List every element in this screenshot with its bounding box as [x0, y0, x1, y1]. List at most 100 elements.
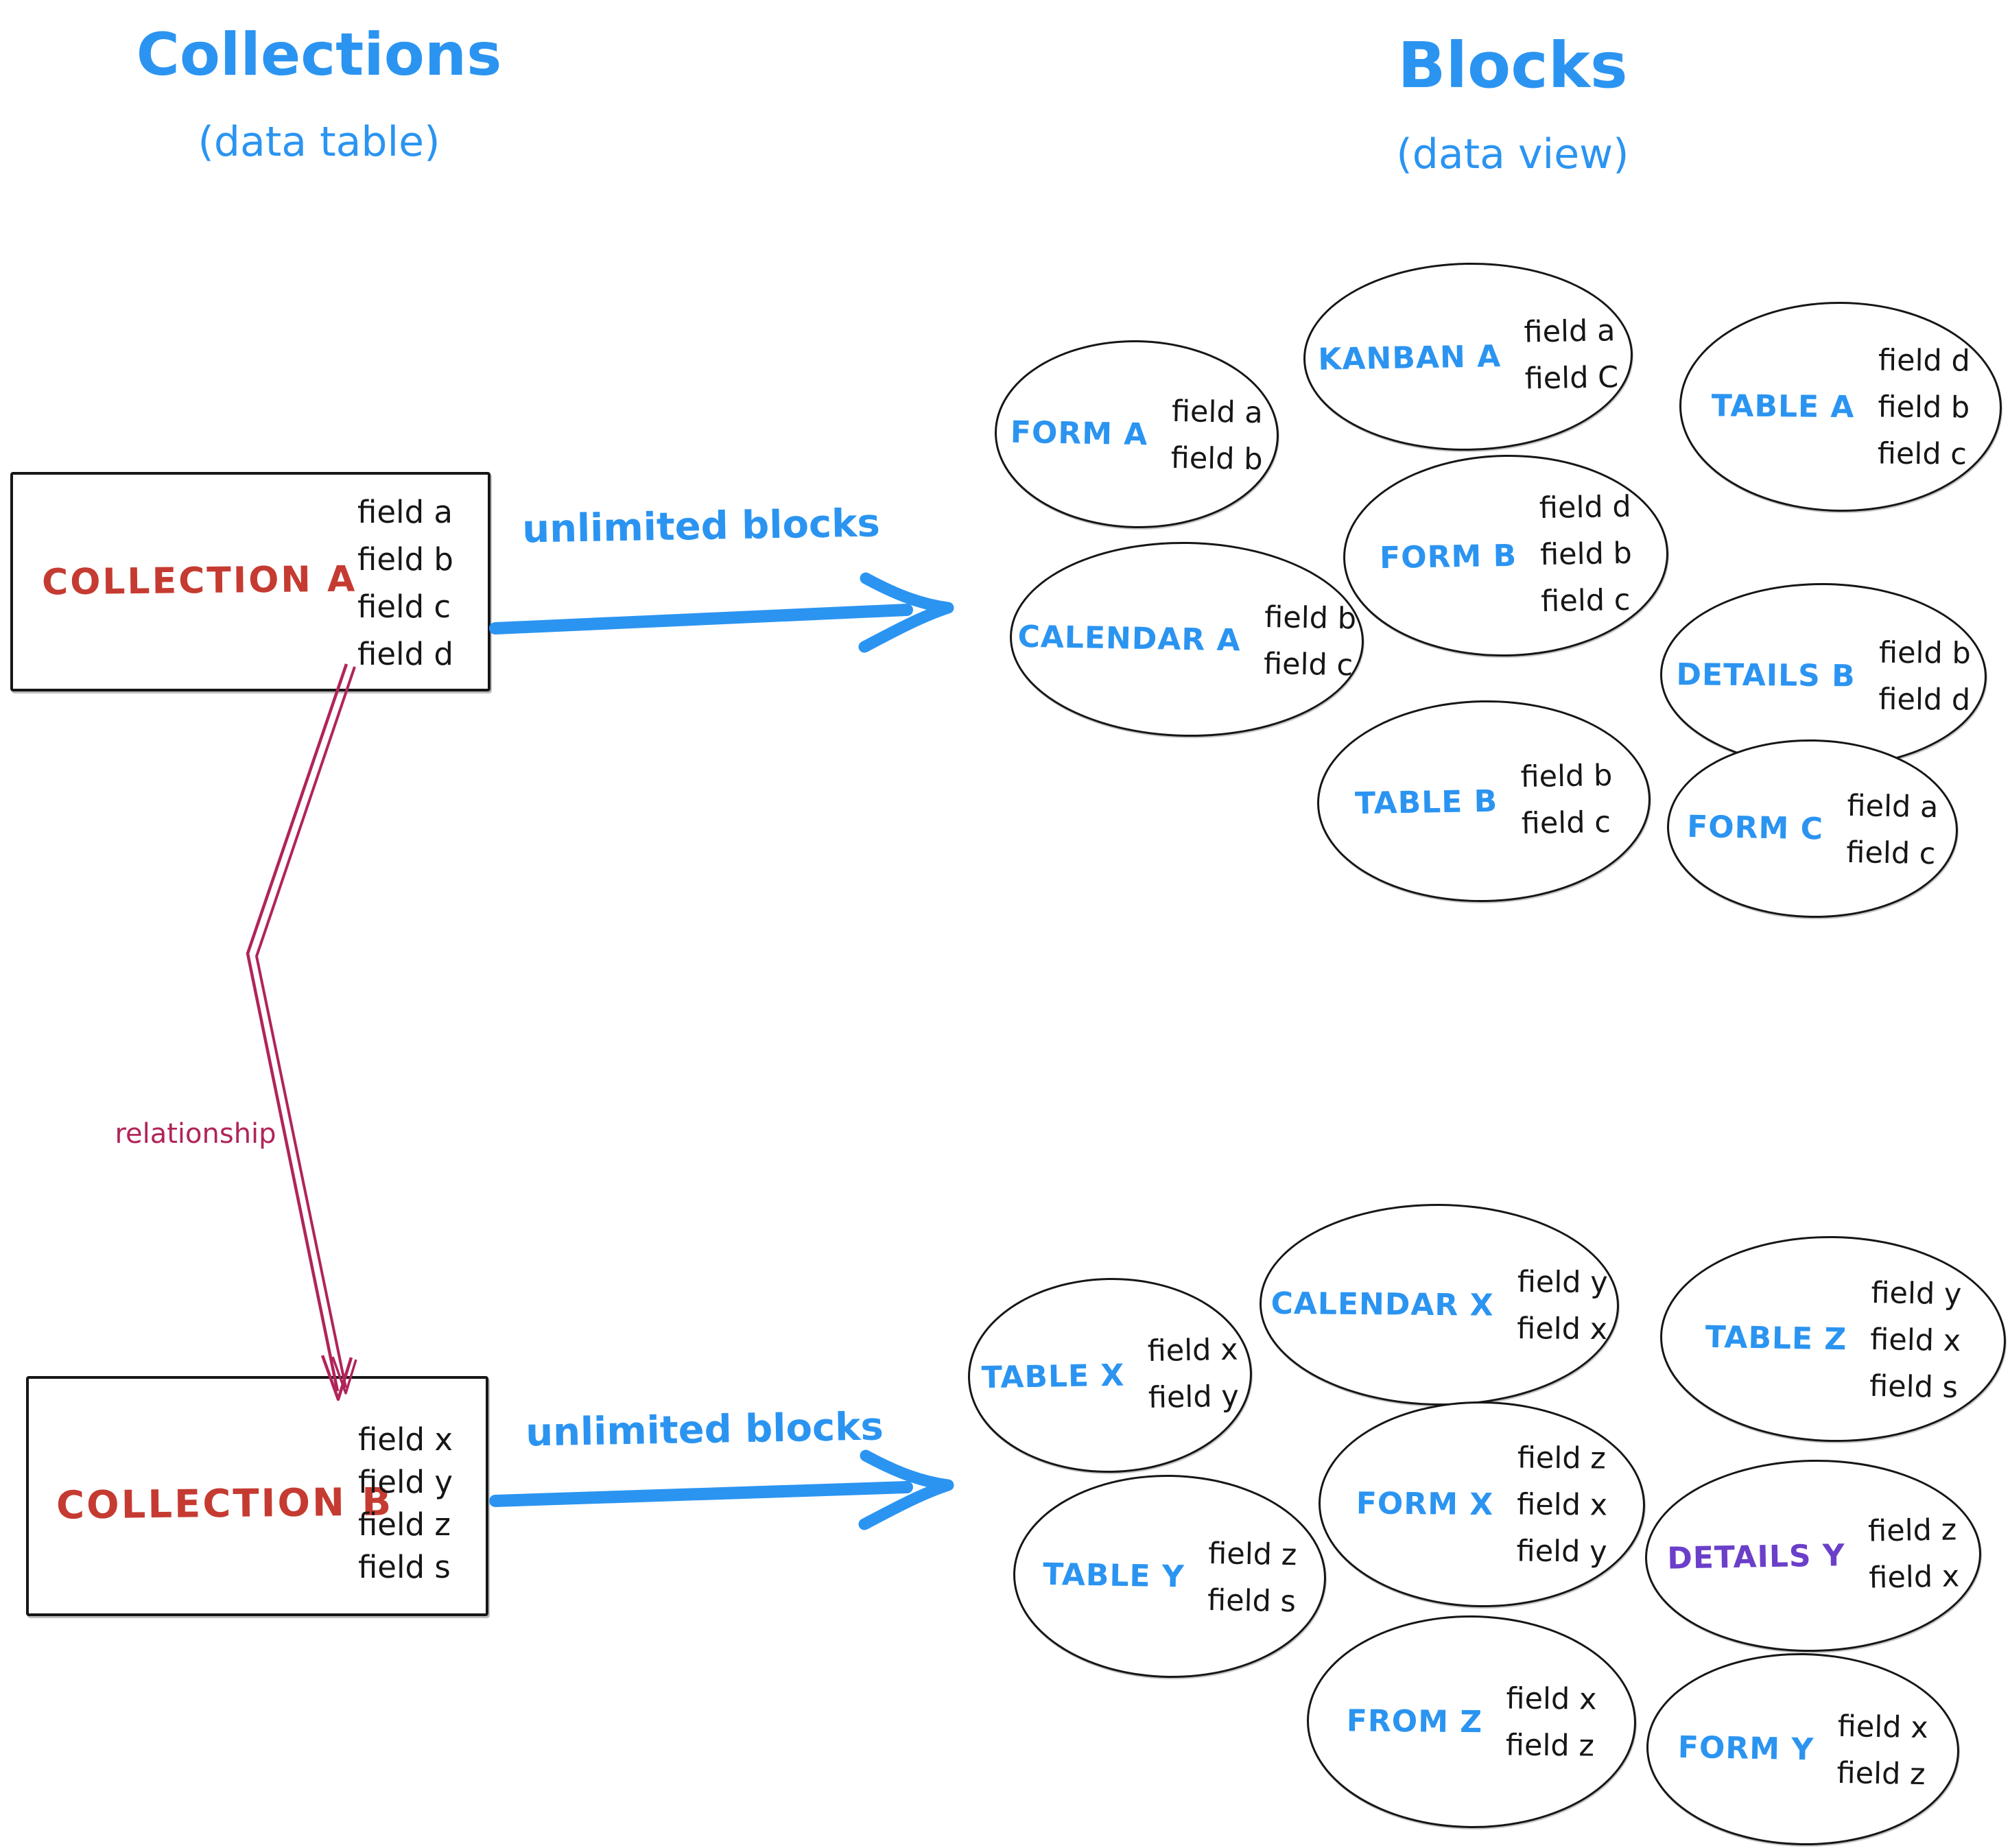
unlimited-blocks-label-b: unlimited blocks	[525, 1404, 884, 1456]
block-field: field x	[1869, 1322, 1961, 1359]
block-bubble-form-a: FORM A field a field b	[993, 337, 1281, 531]
block-label: FORM Y	[1677, 1729, 1814, 1767]
block-field: field z	[1836, 1755, 1926, 1792]
block-field: field y	[1517, 1264, 1608, 1301]
block-fields: field a field b	[1170, 394, 1264, 477]
block-label: KANBAN A	[1317, 338, 1502, 377]
block-field: field d	[1539, 489, 1632, 526]
block-label: DETAILS B	[1676, 656, 1856, 694]
block-field: field b	[1539, 536, 1633, 573]
block-bubble-calendar-x: CALENDAR X field y field x	[1258, 1202, 1620, 1408]
block-bubble-calendar-a: CALENDAR A field b field c	[1008, 538, 1366, 740]
block-label: TABLE X	[981, 1358, 1125, 1395]
block-fields: field b field d	[1878, 636, 1971, 718]
block-fields: field z field x	[1868, 1513, 1960, 1595]
block-label: FORM B	[1379, 538, 1517, 576]
block-field: field z	[1505, 1728, 1595, 1764]
blocks-title: Blocks	[1397, 29, 1628, 102]
block-field: field s	[1869, 1369, 1959, 1406]
block-fields: field b field c	[1520, 759, 1613, 841]
collection-b-fields: field x field y field z field s	[358, 1419, 453, 1589]
collection-a-name: COLLECTION A	[41, 558, 357, 604]
block-field: field x	[1147, 1332, 1239, 1369]
collection-b-field: field z	[357, 1506, 451, 1543]
block-fields: field x field z	[1836, 1709, 1928, 1792]
block-bubble-table-b: TABLE B field b field c	[1315, 697, 1653, 905]
block-label: TABLE Y	[1042, 1556, 1185, 1594]
block-label: TABLE A	[1711, 388, 1855, 425]
block-field: field x	[1517, 1311, 1608, 1347]
block-field: field z	[1867, 1513, 1957, 1549]
blocks-subtitle: (data view)	[1396, 130, 1629, 178]
block-label: TABLE B	[1354, 783, 1498, 821]
block-fields: field z field s	[1207, 1537, 1297, 1619]
block-bubble-table-a: TABLE A field d field b field c	[1678, 300, 2003, 514]
block-fields: field d field b field c	[1539, 490, 1633, 619]
block-field: field C	[1524, 360, 1619, 396]
block-field: field a	[1524, 313, 1616, 350]
block-field: field x	[1506, 1681, 1597, 1717]
collection-b-field: field s	[357, 1549, 451, 1585]
block-field: field x	[1868, 1559, 1960, 1596]
block-bubble-table-x: TABLE X field x field y	[966, 1275, 1254, 1476]
block-label: TABLE Z	[1705, 1319, 1847, 1357]
block-fields: field z field x field y	[1516, 1441, 1608, 1569]
collection-a-box: COLLECTION A field a field b field c fie…	[10, 472, 490, 691]
block-label: FORM C	[1686, 809, 1824, 846]
collection-b-field: field y	[357, 1464, 453, 1500]
block-field: field c	[1540, 582, 1631, 619]
block-fields: field b field c	[1264, 600, 1357, 683]
block-label: CALENDAR A	[1017, 619, 1242, 658]
block-field: field c	[1263, 646, 1353, 683]
block-bubble-form-y: FORM Y field x field z	[1644, 1650, 1961, 1848]
block-bubble-kanban-a: KANBAN A field a field C	[1301, 259, 1635, 454]
collections-subtitle: (data table)	[198, 118, 440, 166]
block-bubble-table-y: TABLE Y field z field s	[1011, 1472, 1328, 1681]
block-bubble-form-c: FORM C field a field c	[1665, 737, 1960, 921]
collection-b-box: COLLECTION B field x field y field z fie…	[26, 1376, 488, 1616]
block-bubble-table-z: TABLE Z field y field x field s	[1658, 1233, 2008, 1445]
block-fields: field x field y	[1147, 1333, 1239, 1415]
unlimited-blocks-arrow-a	[489, 572, 954, 653]
block-fields: field a field C	[1524, 313, 1619, 396]
block-field: field c	[1877, 436, 1967, 472]
block-field: field z	[1517, 1441, 1607, 1476]
block-label: FROM Z	[1346, 1703, 1483, 1740]
collection-a-field: field b	[357, 541, 453, 578]
collection-b-field: field x	[357, 1421, 453, 1458]
block-field: field c	[1521, 805, 1611, 842]
block-field: field y	[1148, 1379, 1240, 1416]
block-label: CALENDAR X	[1270, 1286, 1494, 1323]
block-fields: field a field c	[1846, 789, 1939, 871]
block-fields: field y field x	[1517, 1265, 1608, 1347]
block-bubble-form-b: FORM B field d field b field c	[1341, 451, 1670, 660]
block-fields: field x field z	[1506, 1681, 1597, 1763]
block-field: field x	[1837, 1709, 1929, 1746]
block-field: field z	[1207, 1536, 1297, 1573]
block-fields: field y field x field s	[1869, 1276, 1962, 1405]
collection-a-field: field d	[357, 636, 453, 672]
block-label: DETAILS Y	[1666, 1537, 1846, 1576]
relationship-label: relationship	[115, 1118, 276, 1150]
relationship-arrow	[246, 663, 357, 1401]
collection-b-name: COLLECTION B	[56, 1480, 394, 1528]
block-field: field c	[1845, 835, 1936, 872]
block-field: field x	[1517, 1487, 1608, 1523]
block-field: field y	[1871, 1275, 1962, 1312]
block-field: field b	[1170, 440, 1263, 477]
block-bubble-form-x: FORM X field z field x field y	[1317, 1399, 1646, 1609]
block-field: field d	[1878, 682, 1971, 718]
block-bubble-from-z: FROM Z field x field z	[1305, 1613, 1637, 1830]
block-field: field b	[1264, 600, 1357, 637]
block-label: FORM X	[1356, 1485, 1494, 1522]
block-field: field y	[1516, 1534, 1607, 1569]
block-field: field a	[1847, 788, 1939, 825]
collection-a-field: field a	[357, 494, 453, 530]
block-field: field b	[1520, 758, 1613, 795]
block-field: field b	[1878, 390, 1970, 425]
block-fields: field d field b field c	[1878, 343, 1970, 471]
unlimited-blocks-label-a: unlimited blocks	[521, 501, 881, 552]
collection-a-field: field c	[357, 589, 451, 625]
unlimited-blocks-arrow-b	[489, 1449, 954, 1530]
